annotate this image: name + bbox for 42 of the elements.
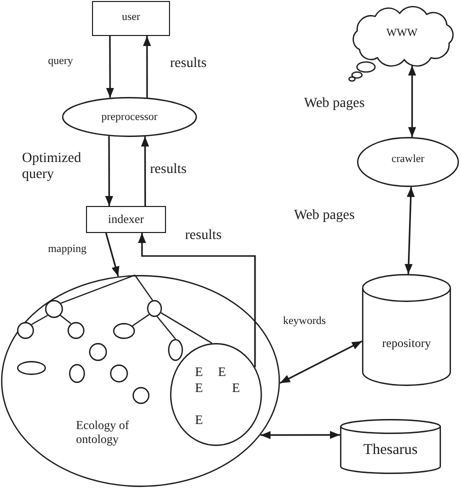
tree-line: [60, 274, 136, 304]
node-label: indexer: [108, 212, 144, 226]
tree-line: [60, 314, 72, 324]
arrow: [105, 136, 114, 206]
arrow: [138, 233, 256, 368]
arrow: [404, 186, 415, 274]
arrow: [106, 36, 114, 98]
process-box: [92, 1, 170, 36]
entity-label: E: [218, 365, 226, 380]
edge-label: Web pages: [304, 96, 365, 112]
arrow: [105, 232, 120, 277]
entity-label: E: [232, 381, 240, 396]
edge-label: Web pages: [294, 208, 355, 224]
process-ellipse: [62, 97, 197, 137]
arrow: [141, 136, 150, 206]
tree-line: [156, 316, 176, 340]
process-ellipse: [357, 137, 459, 187]
node-label: WWW: [386, 26, 418, 40]
arrow: [408, 66, 416, 138]
arrow: [280, 340, 362, 384]
ontology-ellipse: [1, 275, 280, 487]
node-label: crawler: [392, 152, 424, 166]
node-label: repository: [382, 337, 431, 351]
entity-label: E: [195, 413, 203, 428]
entity-label: E: [195, 365, 203, 380]
database-cylinder: [362, 274, 451, 386]
edge-label: mapping: [48, 243, 86, 256]
entity-circle: [170, 343, 262, 446]
tree-line: [132, 314, 150, 326]
edge-label: keywords: [283, 315, 326, 328]
arrow: [143, 36, 152, 98]
database-cylinder: [340, 419, 441, 474]
node-label: preprocessor: [101, 110, 158, 124]
entity-label: E: [195, 381, 203, 396]
node-label: Thesarus: [363, 442, 418, 460]
tree-line: [134, 274, 154, 301]
tree-line: [160, 312, 212, 344]
process-box: [86, 206, 166, 233]
arrow: [260, 430, 340, 440]
node-label: user: [122, 11, 140, 24]
tree-line: [31, 314, 48, 326]
node-label: Ecology of ontology: [76, 419, 130, 447]
